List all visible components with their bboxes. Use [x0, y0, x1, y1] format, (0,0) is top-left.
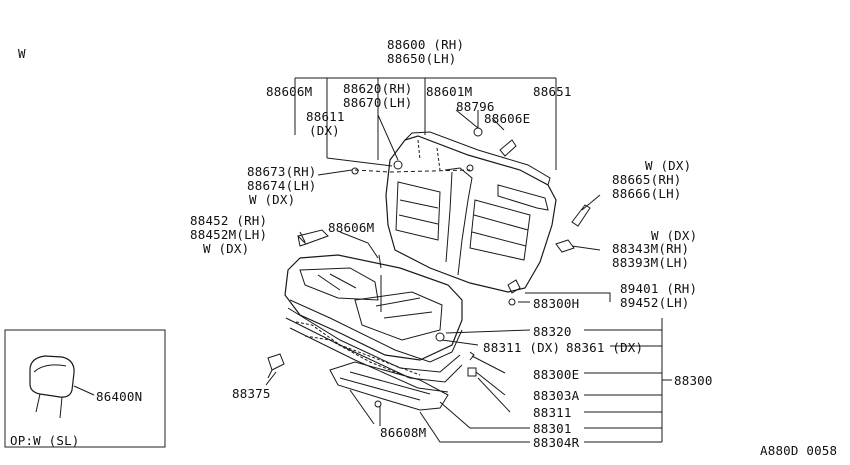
label-88300: 88300	[674, 373, 713, 388]
headrest-inset	[4, 329, 166, 448]
label-88666: 88666(LH)	[612, 186, 682, 201]
label-88600: 88600 (RH)	[387, 37, 465, 52]
label-88606m-mid: 88606M	[328, 220, 375, 235]
seat-cushion-assembly	[284, 254, 477, 411]
seat-back-center-split	[444, 167, 473, 276]
label-88300e: 88300E	[533, 367, 580, 382]
bracket-88665	[571, 204, 591, 227]
label-88452-wdx: W (DX)	[203, 241, 250, 256]
label-88393m: 88393M(LH)	[612, 255, 690, 270]
corner-mark: W	[18, 46, 26, 61]
clip-88796	[473, 127, 483, 137]
label-88606e: 88606E	[484, 111, 531, 126]
seat-back-outline	[385, 135, 557, 293]
clip-88300h	[508, 298, 516, 306]
label-88452m: 88452M(LH)	[190, 227, 268, 242]
buckle-88375	[267, 353, 285, 379]
label-88343m-wdx: W (DX)	[651, 228, 698, 243]
label-88303a: 88303A	[533, 388, 580, 403]
label-88651: 88651	[533, 84, 572, 99]
label-88665: 88665(RH)	[612, 172, 682, 187]
headrest-86400n	[29, 355, 75, 398]
label-88796: 88796	[456, 99, 495, 114]
bracket-88452	[297, 229, 329, 247]
label-88611: 88611	[306, 109, 345, 124]
cushion-top	[284, 254, 463, 361]
label-88452: 88452 (RH)	[190, 213, 268, 228]
label-88361-dx: 88361 (DX)	[566, 340, 644, 355]
bolt-88303a	[467, 367, 477, 377]
label-89401: 89401 (RH)	[620, 281, 698, 296]
label-88620: 88620(RH)	[343, 81, 413, 96]
label-86400n: 86400N	[96, 389, 143, 404]
label-88611-dx: (DX)	[309, 123, 340, 138]
label-88674: 88674(LH)	[247, 178, 317, 193]
label-88673-wdx: W (DX)	[249, 192, 296, 207]
cushion-frame	[287, 299, 463, 373]
label-88311-dx: 88311 (DX)	[483, 340, 561, 355]
footer-code: A880D 0058	[760, 443, 838, 458]
striker-89401	[507, 279, 521, 294]
seat-back-right-panel	[469, 199, 531, 261]
label-88665-wdx: W (DX)	[645, 158, 692, 173]
label-88304r: 88304R	[533, 435, 580, 450]
label-88650: 88650(LH)	[387, 51, 457, 66]
label-88606m-top: 88606M	[266, 84, 313, 99]
seat-back-assembly	[351, 127, 557, 293]
label-88301: 88301	[533, 421, 572, 436]
label-88375: 88375	[232, 386, 271, 401]
headrest-guide-88606e	[499, 139, 517, 157]
cushion-bottom-frame	[329, 361, 449, 411]
bracket-88343m	[555, 239, 575, 253]
label-88670: 88670(LH)	[343, 95, 413, 110]
inset-caption: OP:W (SL)	[10, 433, 80, 448]
label-88673: 88673(RH)	[247, 164, 317, 179]
label-89452: 89452(LH)	[620, 295, 690, 310]
label-88311: 88311	[533, 405, 572, 420]
leader-lines	[265, 77, 672, 443]
label-88320: 88320	[533, 324, 572, 339]
label-86608m: 86608M	[380, 425, 427, 440]
seat-back-left-panel	[395, 181, 441, 241]
seat-back-hinge	[393, 160, 403, 170]
label-88300h: 88300H	[533, 296, 580, 311]
label-88343m: 88343M(RH)	[612, 241, 690, 256]
label-88601m: 88601M	[426, 84, 473, 99]
